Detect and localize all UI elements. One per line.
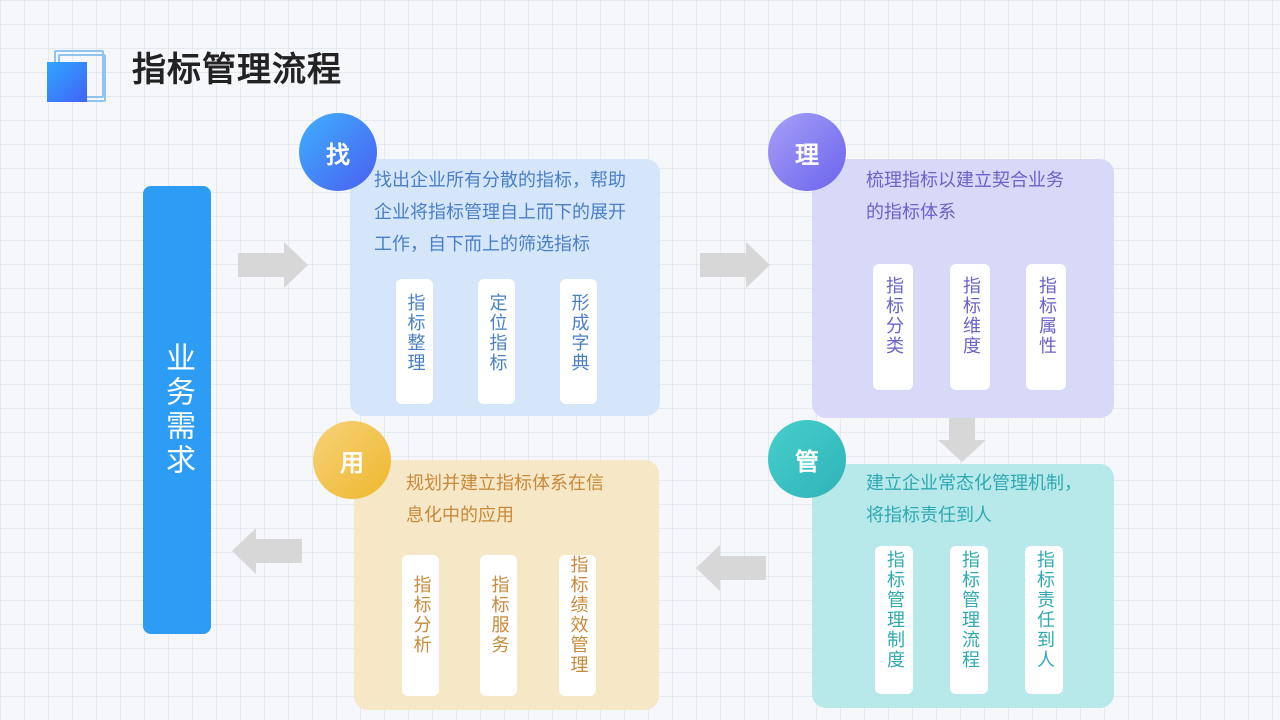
use-card: 规划并建立指标体系在信 息化中的应用 指标分析 指标服务 指标绩效管理	[354, 460, 659, 710]
find-item: 定位指标	[478, 279, 515, 404]
title-logo-icon	[46, 50, 106, 104]
organize-item: 指标维度	[950, 264, 990, 390]
find-card: 找出企业所有分散的指标，帮助 企业将指标管理自上而下的展开 工作，自下而上的筛选…	[350, 159, 660, 416]
arrow-right-icon	[700, 242, 770, 288]
use-badge: 用	[313, 421, 391, 499]
use-description: 规划并建立指标体系在信 息化中的应用	[406, 468, 646, 532]
business-requirement-label: 业务需求	[160, 342, 195, 478]
organize-badge: 理	[768, 113, 846, 191]
find-description: 找出企业所有分散的指标，帮助 企业将指标管理自上而下的展开 工作，自下而上的筛选…	[374, 165, 654, 261]
arrow-down-icon	[938, 418, 986, 462]
use-item: 指标分析	[402, 555, 439, 696]
item-label: 指标整理	[404, 293, 426, 373]
description-line: 规划并建立指标体系在信	[406, 473, 604, 494]
organize-description: 梳理指标以建立契合业务 的指标体系	[866, 165, 1106, 229]
organize-item: 指标属性	[1026, 264, 1066, 390]
organize-item: 指标分类	[873, 264, 913, 390]
badge-label: 理	[795, 140, 819, 169]
description-line: 梳理指标以建立契合业务	[866, 170, 1064, 191]
item-label: 指标责任到人	[1034, 550, 1055, 670]
description-line: 企业将指标管理自上而下的展开	[374, 202, 626, 223]
item-label: 定位指标	[486, 293, 508, 373]
arrow-left-icon	[696, 545, 766, 591]
manage-description: 建立企业常态化管理机制， 将指标责任到人	[866, 468, 1106, 532]
item-label: 指标属性	[1036, 276, 1057, 356]
find-item: 形成字典	[560, 279, 597, 404]
item-label: 形成字典	[568, 293, 590, 373]
item-label: 指标分类	[883, 276, 904, 356]
find-badge: 找	[299, 113, 377, 191]
description-line: 找出企业所有分散的指标，帮助	[374, 170, 626, 191]
page-title: 指标管理流程	[132, 50, 342, 90]
badge-label: 管	[795, 447, 819, 476]
use-item: 指标绩效管理	[559, 555, 596, 696]
use-item: 指标服务	[480, 555, 517, 696]
manage-card: 建立企业常态化管理机制， 将指标责任到人 指标管理制度 指标管理流程 指标责任到…	[812, 464, 1114, 708]
description-line: 建立企业常态化管理机制，	[866, 473, 1082, 494]
item-label: 指标绩效管理	[567, 555, 589, 675]
badge-label: 用	[340, 448, 364, 477]
arrow-left-icon	[232, 528, 302, 574]
business-requirement-bar: 业务需求	[143, 186, 211, 634]
manage-item: 指标管理流程	[950, 546, 988, 694]
item-label: 指标管理流程	[959, 550, 980, 670]
arrow-right-icon	[238, 242, 308, 288]
item-label: 指标分析	[410, 575, 432, 655]
item-label: 指标维度	[960, 276, 981, 356]
description-line: 的指标体系	[866, 202, 956, 223]
description-line: 将指标责任到人	[866, 505, 992, 526]
manage-item: 指标管理制度	[875, 546, 913, 694]
description-line: 息化中的应用	[406, 505, 514, 526]
manage-badge: 管	[768, 420, 846, 498]
organize-card: 梳理指标以建立契合业务 的指标体系 指标分类 指标维度 指标属性	[812, 159, 1114, 418]
manage-item: 指标责任到人	[1025, 546, 1063, 694]
item-label: 指标服务	[488, 575, 510, 655]
item-label: 指标管理制度	[884, 550, 905, 670]
find-item: 指标整理	[396, 279, 433, 404]
description-line: 工作，自下而上的筛选指标	[374, 234, 590, 255]
badge-label: 找	[326, 140, 350, 169]
